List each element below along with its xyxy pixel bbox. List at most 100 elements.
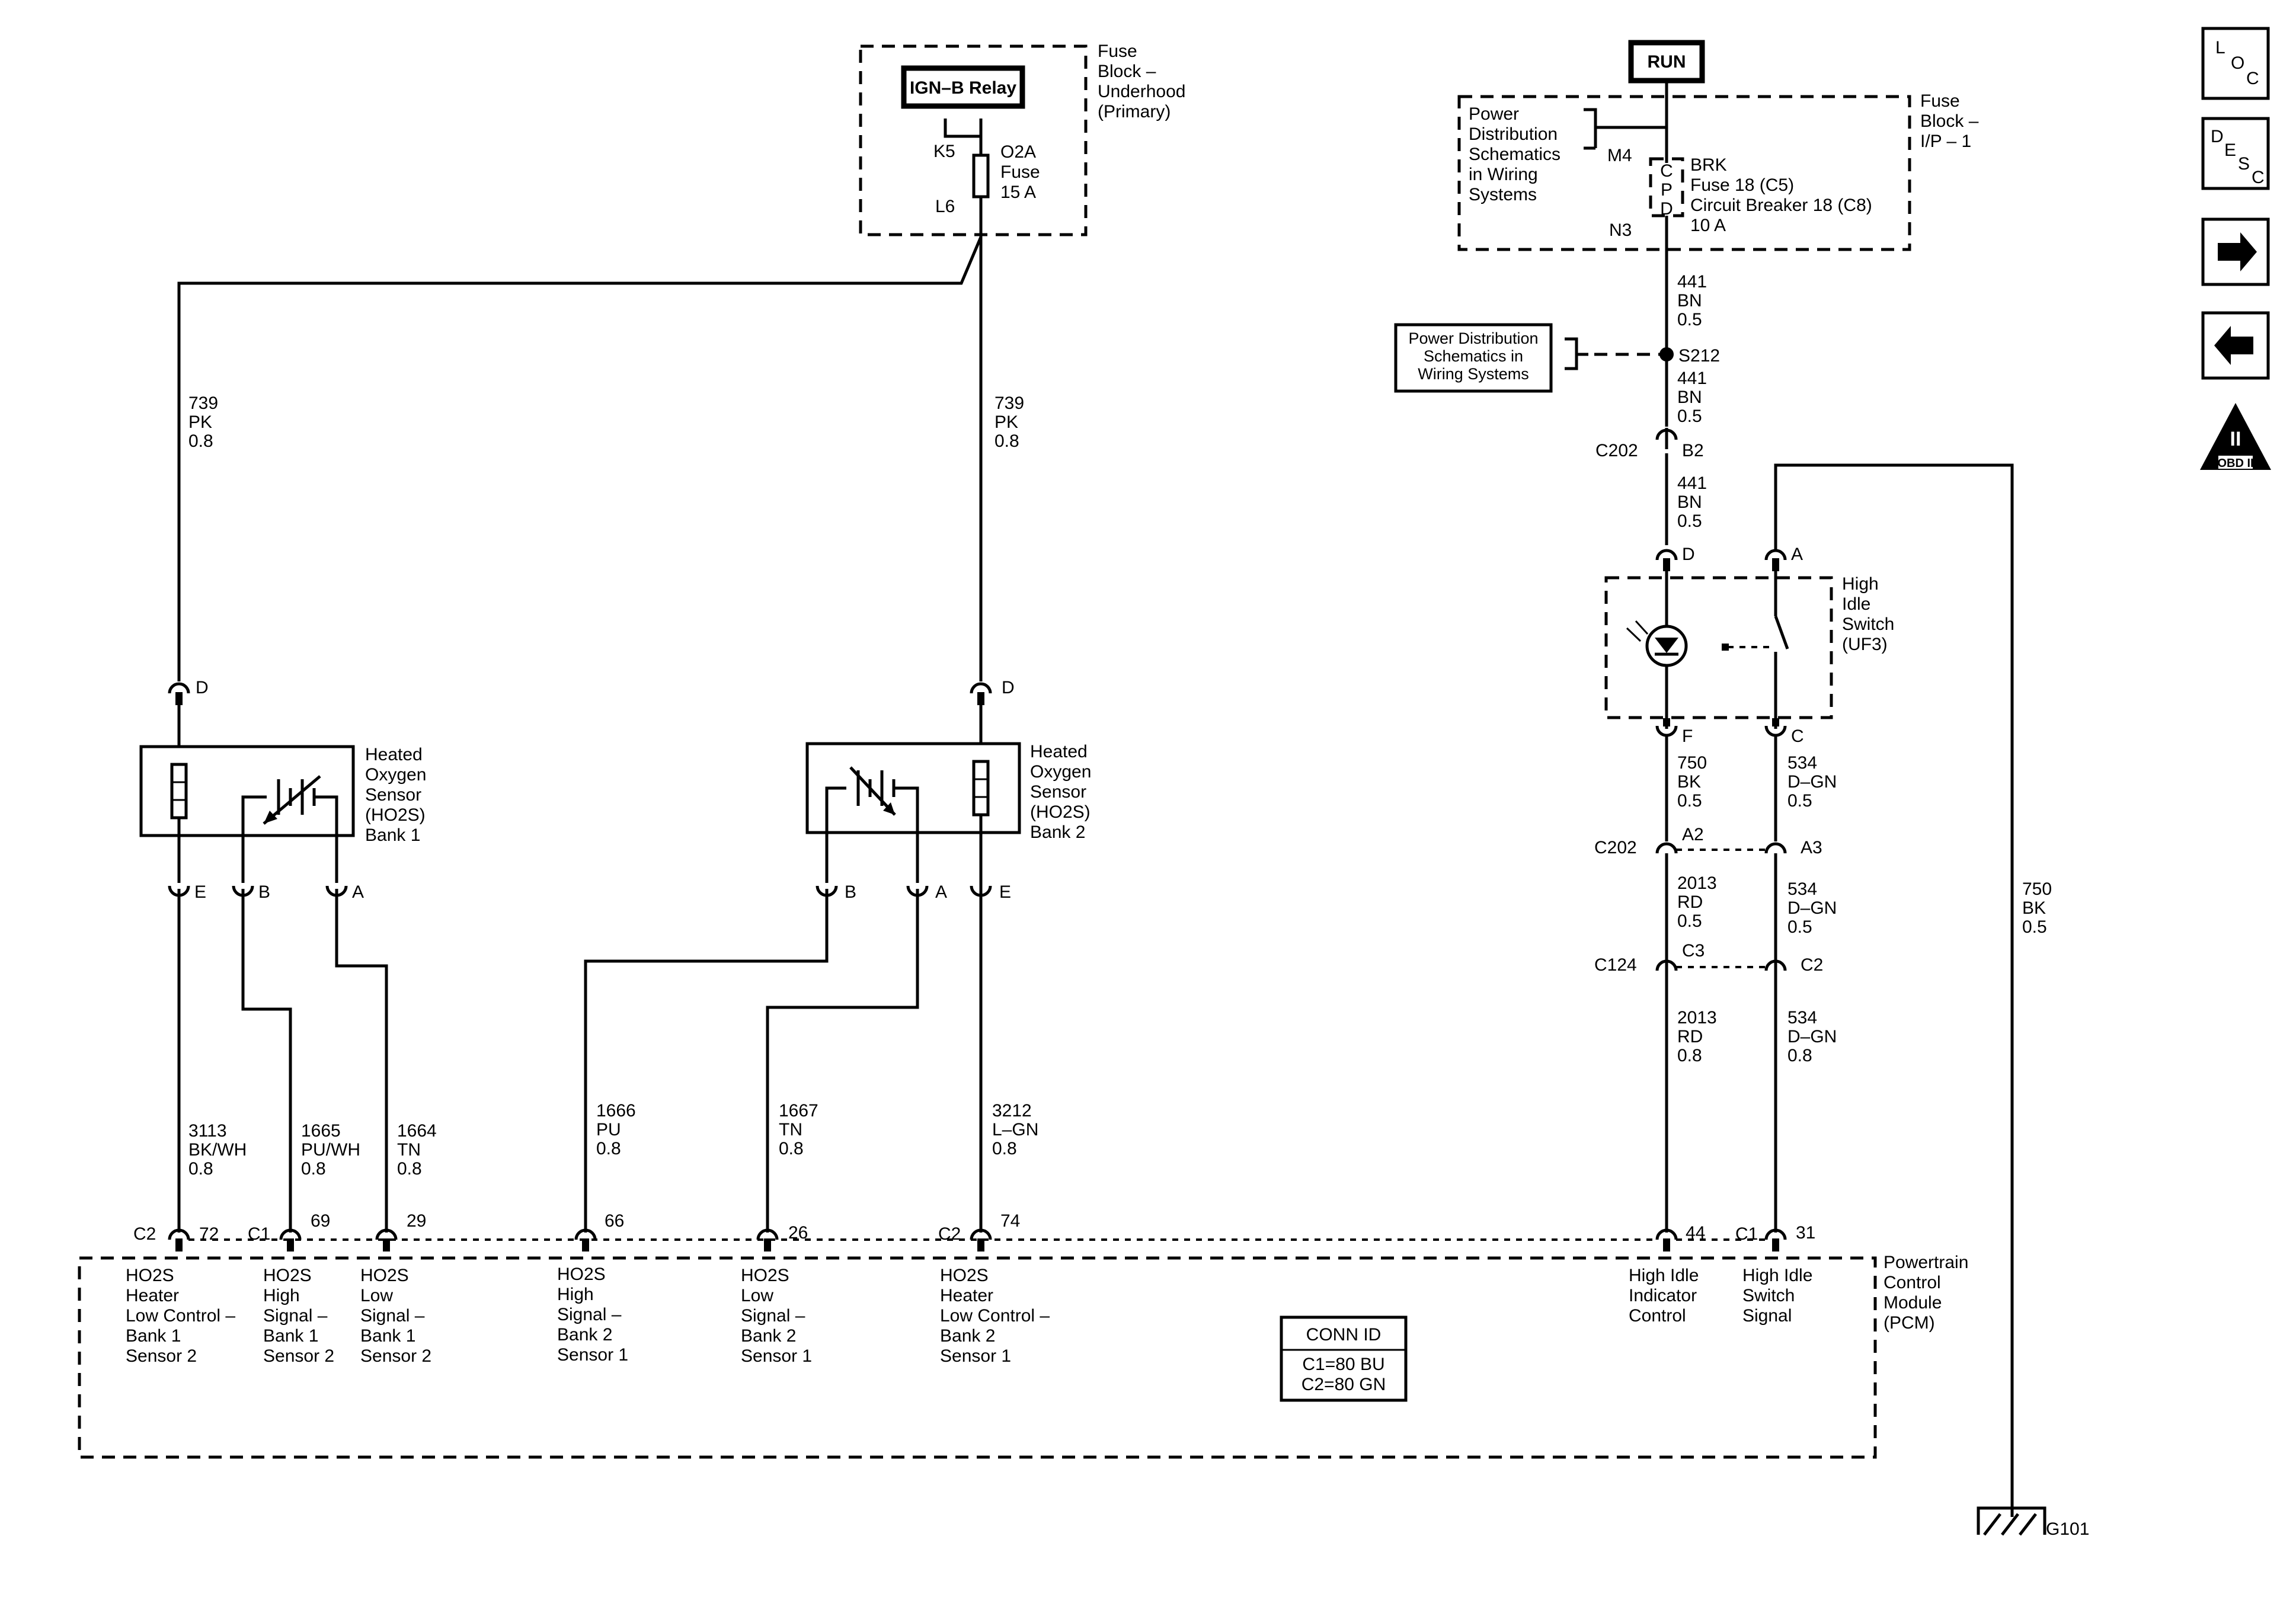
fuse-block-underhood-1: Fuse	[1098, 41, 1137, 61]
wire-1665-color: PU/WH	[301, 1140, 360, 1160]
wire-739-right-gauge: 0.8	[994, 431, 1019, 451]
c3-label: C3	[1682, 941, 1705, 961]
wire-3212-color: L–GN	[992, 1120, 1038, 1140]
ground-g101: G101	[1977, 1506, 2089, 1539]
wire-441-a-num: 441	[1677, 272, 1707, 292]
wire-739-left-num: 739	[188, 393, 218, 413]
nav-icons: L O C D E S C II OBD II	[2200, 27, 2271, 470]
c1-pcm-right: C1	[1735, 1224, 1758, 1244]
heater-element-icon-bank1	[170, 763, 188, 820]
bank2-label-5: Bank 2	[1030, 822, 1085, 842]
loc-c: C	[2246, 69, 2259, 88]
high-idle-switch: D A High Idle Switch (UF3) F C	[1604, 463, 2014, 1517]
brk-line-4: 10 A	[1690, 216, 1726, 235]
pin-b-bank2: B	[845, 882, 856, 902]
c1-pcm-left: C1	[248, 1224, 270, 1244]
next-button[interactable]	[2201, 217, 2270, 286]
pcm-l4-3: Bank 2	[741, 1326, 796, 1346]
prev-button[interactable]	[2201, 311, 2270, 380]
obd-ii-button[interactable]: II OBD II	[2200, 403, 2271, 470]
wire-534-a3-gauge: 0.5	[1787, 917, 1812, 937]
pcm-l1-4: Sensor 2	[263, 1346, 334, 1366]
pcm-label-ho2s-high-b1s2: HO2S High Signal – Bank 1 Sensor 2	[263, 1266, 334, 1366]
power-dist-box-2: Schematics in	[1424, 347, 1523, 365]
wire-534-a3-num: 534	[1787, 879, 1817, 899]
wire-1666-gauge: 0.8	[596, 1139, 621, 1158]
m4-label: M4	[1607, 146, 1632, 165]
wire-750-ground-color: BK	[2022, 898, 2046, 918]
pin-66: 66	[605, 1211, 624, 1231]
wire-441-a-color: BN	[1677, 291, 1702, 311]
wire-534-c2-color: D–GN	[1787, 1027, 1837, 1046]
fuse-block-ip-2: Block –	[1920, 111, 1979, 131]
pin-31: 31	[1796, 1223, 1815, 1243]
c2-pcm-mid: C2	[938, 1224, 961, 1244]
wire-441-c-num: 441	[1677, 473, 1707, 493]
wire-739-left-color: PK	[188, 412, 212, 432]
c202-mid-label: C202	[1594, 838, 1637, 857]
pin-72: 72	[199, 1224, 219, 1244]
fuse-block-ip-1: Fuse	[1920, 91, 1960, 111]
obd-numeral: II	[2230, 428, 2241, 450]
run-label: RUN	[1648, 52, 1686, 72]
bank2-label-2: Oxygen	[1030, 762, 1091, 782]
wire-1667	[766, 889, 919, 1233]
pcm-l0-1: Heater	[126, 1286, 179, 1305]
wire-1665	[241, 889, 292, 1233]
wire-1666	[584, 889, 829, 1233]
fuse-block-underhood: IGN–B Relay K5 L6 O2A Fuse 15 A Fuse Blo…	[859, 41, 1185, 681]
wire-750-f-num: 750	[1677, 753, 1707, 773]
loc-button[interactable]: L O C	[2201, 27, 2270, 100]
arrow-right-icon	[2218, 232, 2257, 271]
s212-label: S212	[1678, 346, 1720, 366]
bank2-label-3: Sensor	[1030, 782, 1086, 802]
wire-750-f-gauge: 0.5	[1677, 791, 1702, 811]
pcm-l0-3: Bank 1	[126, 1326, 181, 1346]
pcm-module-1: Powertrain	[1884, 1253, 1968, 1272]
wire-3113-gauge: 0.8	[188, 1159, 213, 1179]
pin-26: 26	[788, 1223, 808, 1243]
desc-e: E	[2224, 140, 2236, 160]
heater-element-icon-bank2	[972, 760, 990, 817]
pcm-l7-2: Signal	[1742, 1306, 1792, 1326]
loc-o: O	[2231, 53, 2244, 73]
wire-1664	[335, 889, 388, 1233]
pcm-l0-4: Sensor 2	[126, 1346, 197, 1366]
fuse-block-ip-3: I/P – 1	[1920, 132, 1971, 151]
conn-id-box	[1280, 1315, 1408, 1402]
wire-1666-num: 1666	[596, 1101, 636, 1121]
bank1-label-5: Bank 1	[365, 825, 420, 845]
pcm-l6-2: Control	[1629, 1306, 1686, 1326]
pin-69: 69	[311, 1211, 330, 1231]
wire-750-ground	[1774, 463, 2014, 1517]
fuse-block-ip: RUN C P D Power Distribution Schematics …	[1457, 40, 1979, 427]
bank1-label-1: Heated	[365, 745, 423, 764]
wire-534-c-color: D–GN	[1787, 772, 1837, 792]
pcm-l5-0: HO2S	[940, 1266, 989, 1285]
wire-1664-gauge: 0.8	[397, 1159, 422, 1179]
wire-441-a-gauge: 0.5	[1677, 310, 1702, 329]
wire-739-left-gauge: 0.8	[188, 431, 213, 451]
wire-3212-num: 3212	[992, 1101, 1032, 1121]
pcm-l2-1: Low	[360, 1286, 393, 1305]
power-dist-3: Schematics	[1469, 145, 1560, 164]
pcm-l5-3: Bank 2	[940, 1326, 995, 1346]
l6-label: L6	[935, 197, 955, 216]
switch-label-2: Idle	[1842, 594, 1870, 614]
desc-button[interactable]: D E S C	[2201, 117, 2270, 190]
pcm-l3-2: Signal –	[557, 1305, 622, 1324]
pcm-l5-2: Low Control –	[940, 1306, 1050, 1326]
fuse-block-underhood-4: (Primary)	[1098, 102, 1171, 121]
switch-label-1: High	[1842, 574, 1879, 594]
k5-label: K5	[933, 142, 955, 161]
pin-29: 29	[407, 1211, 426, 1231]
loc-l: L	[2215, 38, 2225, 57]
pcm-l7-1: Switch	[1742, 1286, 1795, 1305]
pcm-l2-4: Sensor 2	[360, 1346, 431, 1366]
brk-line-2: Fuse 18 (C5)	[1690, 175, 1794, 195]
cpd-box	[1649, 157, 1684, 217]
pcm-l4-0: HO2S	[741, 1266, 789, 1285]
wire-739-right-color: PK	[994, 412, 1018, 432]
pcm-module: HO2S Heater Low Control – Bank 1 Sensor …	[78, 1253, 1968, 1459]
power-dist-ref-box	[1394, 323, 1553, 393]
